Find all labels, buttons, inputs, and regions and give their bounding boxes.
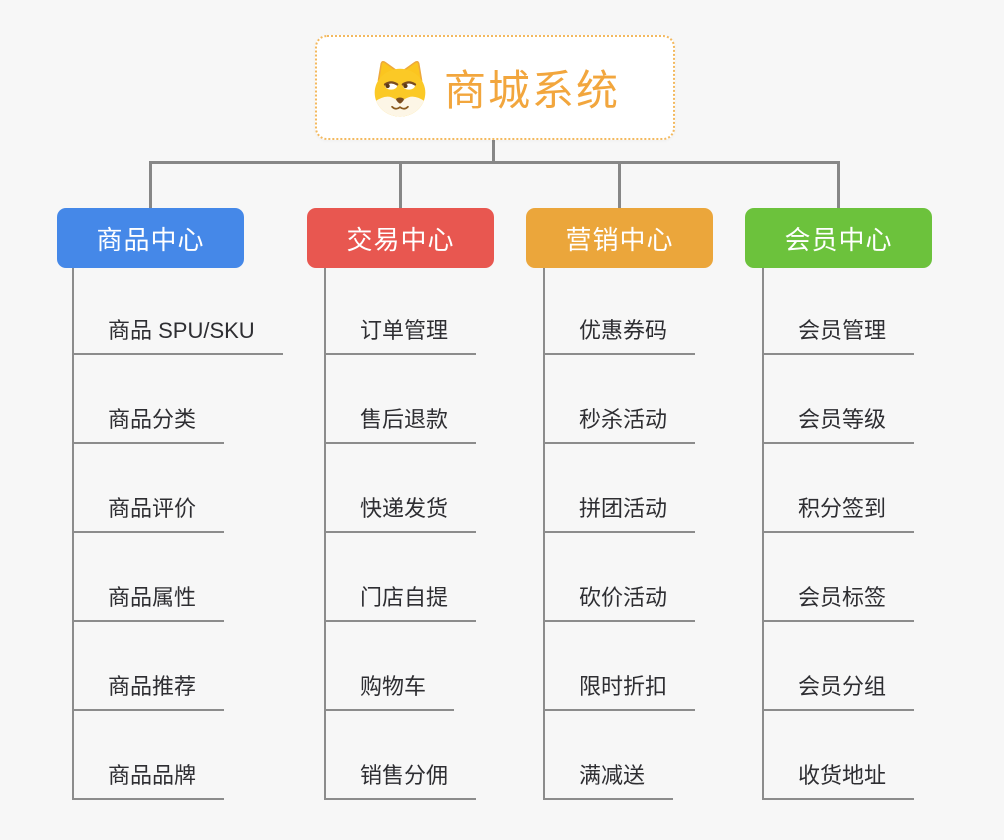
leaf-node[interactable]: 销售分佣 (326, 762, 477, 800)
connector-drop-marketing (618, 161, 621, 209)
connector-root-stem (492, 138, 495, 164)
leaf-node[interactable]: 秒杀活动 (545, 406, 696, 444)
leaf-node[interactable]: 售后退款 (326, 406, 477, 444)
leaf-node[interactable]: 商品推荐 (74, 673, 225, 711)
leaf-node[interactable]: 订单管理 (326, 317, 477, 355)
subtree-member-center: 会员管理 会员等级 积分签到 会员标签 会员分组 收货地址 (762, 268, 994, 800)
connector-drop-product (149, 161, 152, 209)
leaf-node[interactable]: 商品属性 (74, 584, 225, 622)
leaf-node[interactable]: 会员标签 (764, 584, 915, 622)
leaf-node[interactable]: 收货地址 (764, 762, 915, 800)
connector-trunk (149, 161, 840, 164)
branch-marketing-center[interactable]: 营销中心 (526, 208, 713, 268)
leaf-node[interactable]: 商品品牌 (74, 762, 225, 800)
leaf-node[interactable]: 积分签到 (764, 495, 915, 533)
leaf-node[interactable]: 拼团活动 (545, 495, 696, 533)
connector-drop-trade (399, 161, 402, 209)
leaf-node[interactable]: 限时折扣 (545, 673, 696, 711)
root-title: 商城系统 (443, 67, 620, 114)
leaf-node[interactable]: 门店自提 (326, 584, 477, 622)
leaf-node[interactable]: 砍价活动 (545, 584, 696, 622)
dog-face-icon (370, 58, 430, 118)
leaf-node[interactable]: 购物车 (326, 673, 455, 711)
leaf-node[interactable]: 商品 SPU/SKU (74, 317, 283, 355)
branch-member-center[interactable]: 会员中心 (745, 208, 932, 268)
branch-product-center[interactable]: 商品中心 (57, 208, 244, 268)
leaf-node[interactable]: 快递发货 (326, 495, 477, 533)
root-node[interactable]: 商城系统 (315, 35, 675, 140)
subtree-trade-center: 订单管理 售后退款 快递发货 门店自提 购物车 销售分佣 (324, 268, 556, 800)
leaf-node[interactable]: 会员管理 (764, 317, 915, 355)
leaf-node[interactable]: 满减送 (545, 762, 674, 800)
subtree-marketing-center: 优惠券码 秒杀活动 拼团活动 砍价活动 限时折扣 满减送 (543, 268, 775, 800)
leaf-node[interactable]: 会员等级 (764, 406, 915, 444)
connector-drop-member (837, 161, 840, 209)
leaf-node[interactable]: 商品评价 (74, 495, 225, 533)
leaf-node[interactable]: 商品分类 (74, 406, 225, 444)
branch-trade-center[interactable]: 交易中心 (307, 208, 494, 268)
subtree-product-center: 商品 SPU/SKU 商品分类 商品评价 商品属性 商品推荐 商品品牌 (72, 268, 304, 800)
leaf-node[interactable]: 优惠券码 (545, 317, 696, 355)
leaf-node[interactable]: 会员分组 (764, 673, 915, 711)
